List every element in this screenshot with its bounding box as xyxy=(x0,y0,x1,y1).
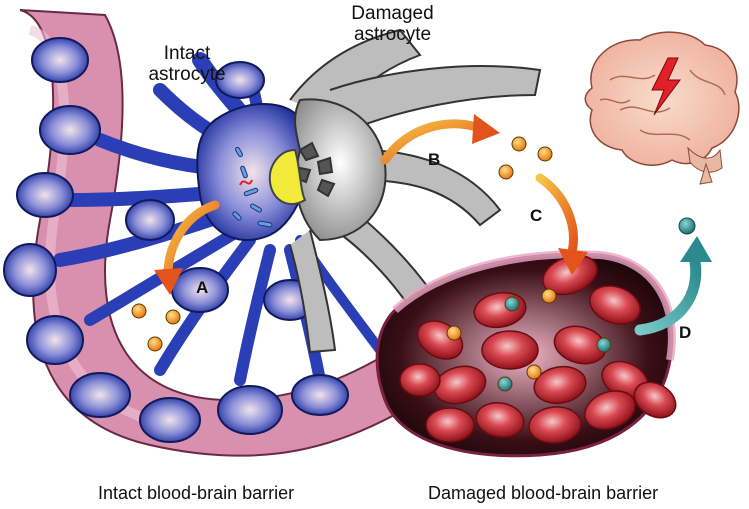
label-c: C xyxy=(530,206,543,225)
intact-astrocyte-label-line1: Intact xyxy=(163,43,211,64)
arrow-b xyxy=(380,114,500,165)
label-a: A xyxy=(196,278,209,297)
arrow-d xyxy=(634,236,712,336)
intact-astrocyte xyxy=(3,37,385,443)
arrow-a xyxy=(154,200,220,295)
arrow-c xyxy=(535,173,588,275)
damaged-bbb-caption: Damaged blood-brain barrier xyxy=(428,483,659,503)
released-particles xyxy=(131,136,553,352)
label-d: D xyxy=(679,323,692,342)
lightning-icon xyxy=(651,57,681,116)
intact-astrocyte-label: Intact astrocyte xyxy=(142,43,232,86)
teal-particle xyxy=(678,217,696,235)
intact-bbb-caption: Intact blood-brain barrier xyxy=(98,483,295,503)
label-b: B xyxy=(428,150,441,169)
damaged-astrocyte-label-line2: astrocyte xyxy=(353,23,432,45)
brain-icon xyxy=(584,31,740,185)
nucleus xyxy=(268,148,307,205)
intact-astrocyte-label-line2: astrocyte xyxy=(148,63,226,85)
organelles xyxy=(232,146,273,228)
damaged-astrocyte-label: Damaged astrocyte xyxy=(340,3,445,46)
damaged-astrocyte-label-line1: Damaged xyxy=(351,3,434,24)
particles-in-vessel xyxy=(446,288,612,392)
